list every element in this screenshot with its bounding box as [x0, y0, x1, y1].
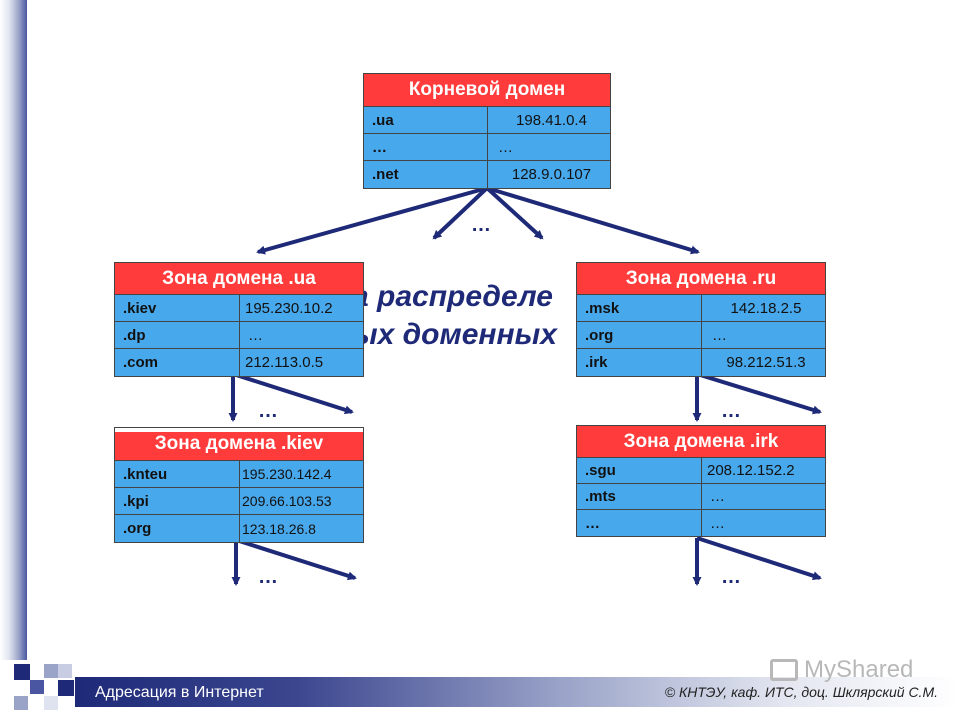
- zone-ua-title: Зона домена .ua: [115, 263, 363, 295]
- table-row: .irk 98.212.51.3: [577, 349, 825, 376]
- left-gradient-bar: [0, 0, 27, 660]
- domain-name-cell: .mts: [577, 484, 702, 509]
- ip-address-cell: 142.18.2.5: [702, 295, 825, 321]
- arrow-root-more-2: [485, 186, 544, 240]
- background-title-line1: а распределе: [352, 280, 553, 313]
- table-row: .ua 198.41.0.4: [364, 107, 610, 134]
- table-row: .dp …: [115, 322, 363, 349]
- table-row: .org …: [577, 322, 825, 349]
- arrow-ru-more: [696, 372, 822, 415]
- domain-name-cell: .kpi: [115, 488, 240, 514]
- domain-name-cell: …: [364, 134, 488, 160]
- domain-name-cell: .sgu: [577, 458, 702, 483]
- zone-irk: Зона домена .irk .sgu 208.12.152.2 .mts …: [576, 425, 826, 537]
- ip-address-cell: 195.230.10.2: [240, 295, 363, 321]
- zone-ru-title: Зона домена .ru: [577, 263, 825, 295]
- deco-square: [58, 664, 72, 678]
- watermark-text: MyShared: [804, 656, 914, 683]
- ip-address-cell: 98.212.51.3: [702, 349, 825, 376]
- table-row: .com 212.113.0.5: [115, 349, 363, 376]
- zone-kiev-title: Зона домена .kiev: [115, 428, 363, 461]
- zone-ua: Зона домена .ua .kiev 195.230.10.2 .dp ……: [114, 262, 364, 377]
- ip-address-cell: …: [240, 322, 363, 348]
- arrow-root-to-ru: [486, 186, 700, 255]
- ellipsis-label: …: [471, 214, 491, 236]
- domain-name-cell: .irk: [577, 349, 702, 376]
- ellipsis-label: …: [258, 400, 278, 422]
- footer-copyright: © КНТЭУ, каф. ИТС, доц. Шклярский С.М.: [664, 684, 938, 700]
- table-row: .sgu 208.12.152.2: [577, 458, 825, 484]
- ip-address-cell: 123.18.26.8: [240, 515, 363, 542]
- domain-name-cell: .org: [115, 515, 240, 542]
- domain-name-cell: .dp: [115, 322, 240, 348]
- zone-ru: Зона домена .ru .msk 142.18.2.5 .org … .…: [576, 262, 826, 377]
- ellipsis-label: …: [258, 566, 278, 588]
- domain-name-cell: …: [577, 510, 702, 536]
- table-row: .kpi 209.66.103.53: [115, 488, 363, 515]
- deco-square: [14, 664, 30, 680]
- table-row: … …: [577, 510, 825, 536]
- arrow-irk-more: [696, 536, 822, 581]
- ip-address-cell: …: [702, 322, 825, 348]
- table-row: … …: [364, 134, 610, 161]
- arrow-ua-more: [232, 372, 354, 415]
- deco-square: [14, 696, 28, 710]
- zone-root: Корневой домен .ua 198.41.0.4 … … .net 1…: [363, 73, 611, 189]
- table-row: .mts …: [577, 484, 825, 510]
- zone-irk-title: Зона домена .irk: [577, 426, 825, 458]
- domain-name-cell: .ua: [364, 107, 488, 133]
- ip-address-cell: 208.12.152.2: [702, 458, 825, 483]
- ip-address-cell: …: [702, 484, 825, 509]
- deco-square: [44, 664, 58, 678]
- arrow-root-more-1: [432, 186, 489, 240]
- domain-name-cell: .net: [364, 161, 488, 188]
- arrow-root-to-ua: [256, 186, 488, 255]
- domain-name-cell: .msk: [577, 295, 702, 321]
- deco-square: [58, 680, 74, 696]
- table-row: .knteu 195.230.142.4: [115, 461, 363, 488]
- arrow-kiev-more: [235, 538, 357, 581]
- domain-name-cell: .kiev: [115, 295, 240, 321]
- ellipsis-label: …: [721, 566, 741, 588]
- table-row: .org 123.18.26.8: [115, 515, 363, 542]
- ellipsis-label: …: [721, 400, 741, 422]
- deco-square: [30, 680, 44, 694]
- background-title-line2: ых доменных: [352, 318, 557, 351]
- ip-address-cell: 209.66.103.53: [240, 488, 363, 514]
- ip-address-cell: 195.230.142.4: [240, 461, 363, 487]
- domain-name-cell: .org: [577, 322, 702, 348]
- ip-address-cell: 128.9.0.107: [488, 161, 610, 188]
- table-row: .net 128.9.0.107: [364, 161, 610, 188]
- zone-kiev: Зона домена .kiev .knteu 195.230.142.4 .…: [114, 427, 364, 543]
- table-row: .msk 142.18.2.5: [577, 295, 825, 322]
- watermark-logo-icon: [770, 659, 798, 681]
- footer-band: [75, 677, 960, 707]
- table-row: .kiev 195.230.10.2: [115, 295, 363, 322]
- domain-name-cell: .knteu: [115, 461, 240, 487]
- ip-address-cell: …: [702, 510, 825, 536]
- ip-address-cell: …: [488, 134, 610, 160]
- zone-root-title: Корневой домен: [364, 74, 610, 107]
- domain-name-cell: .com: [115, 349, 240, 376]
- ip-address-cell: 212.113.0.5: [240, 349, 363, 376]
- watermark: MyShared: [770, 656, 913, 684]
- deco-square: [44, 696, 58, 710]
- footer-title: Адресация в Интернет: [95, 684, 264, 701]
- ip-address-cell: 198.41.0.4: [488, 107, 610, 133]
